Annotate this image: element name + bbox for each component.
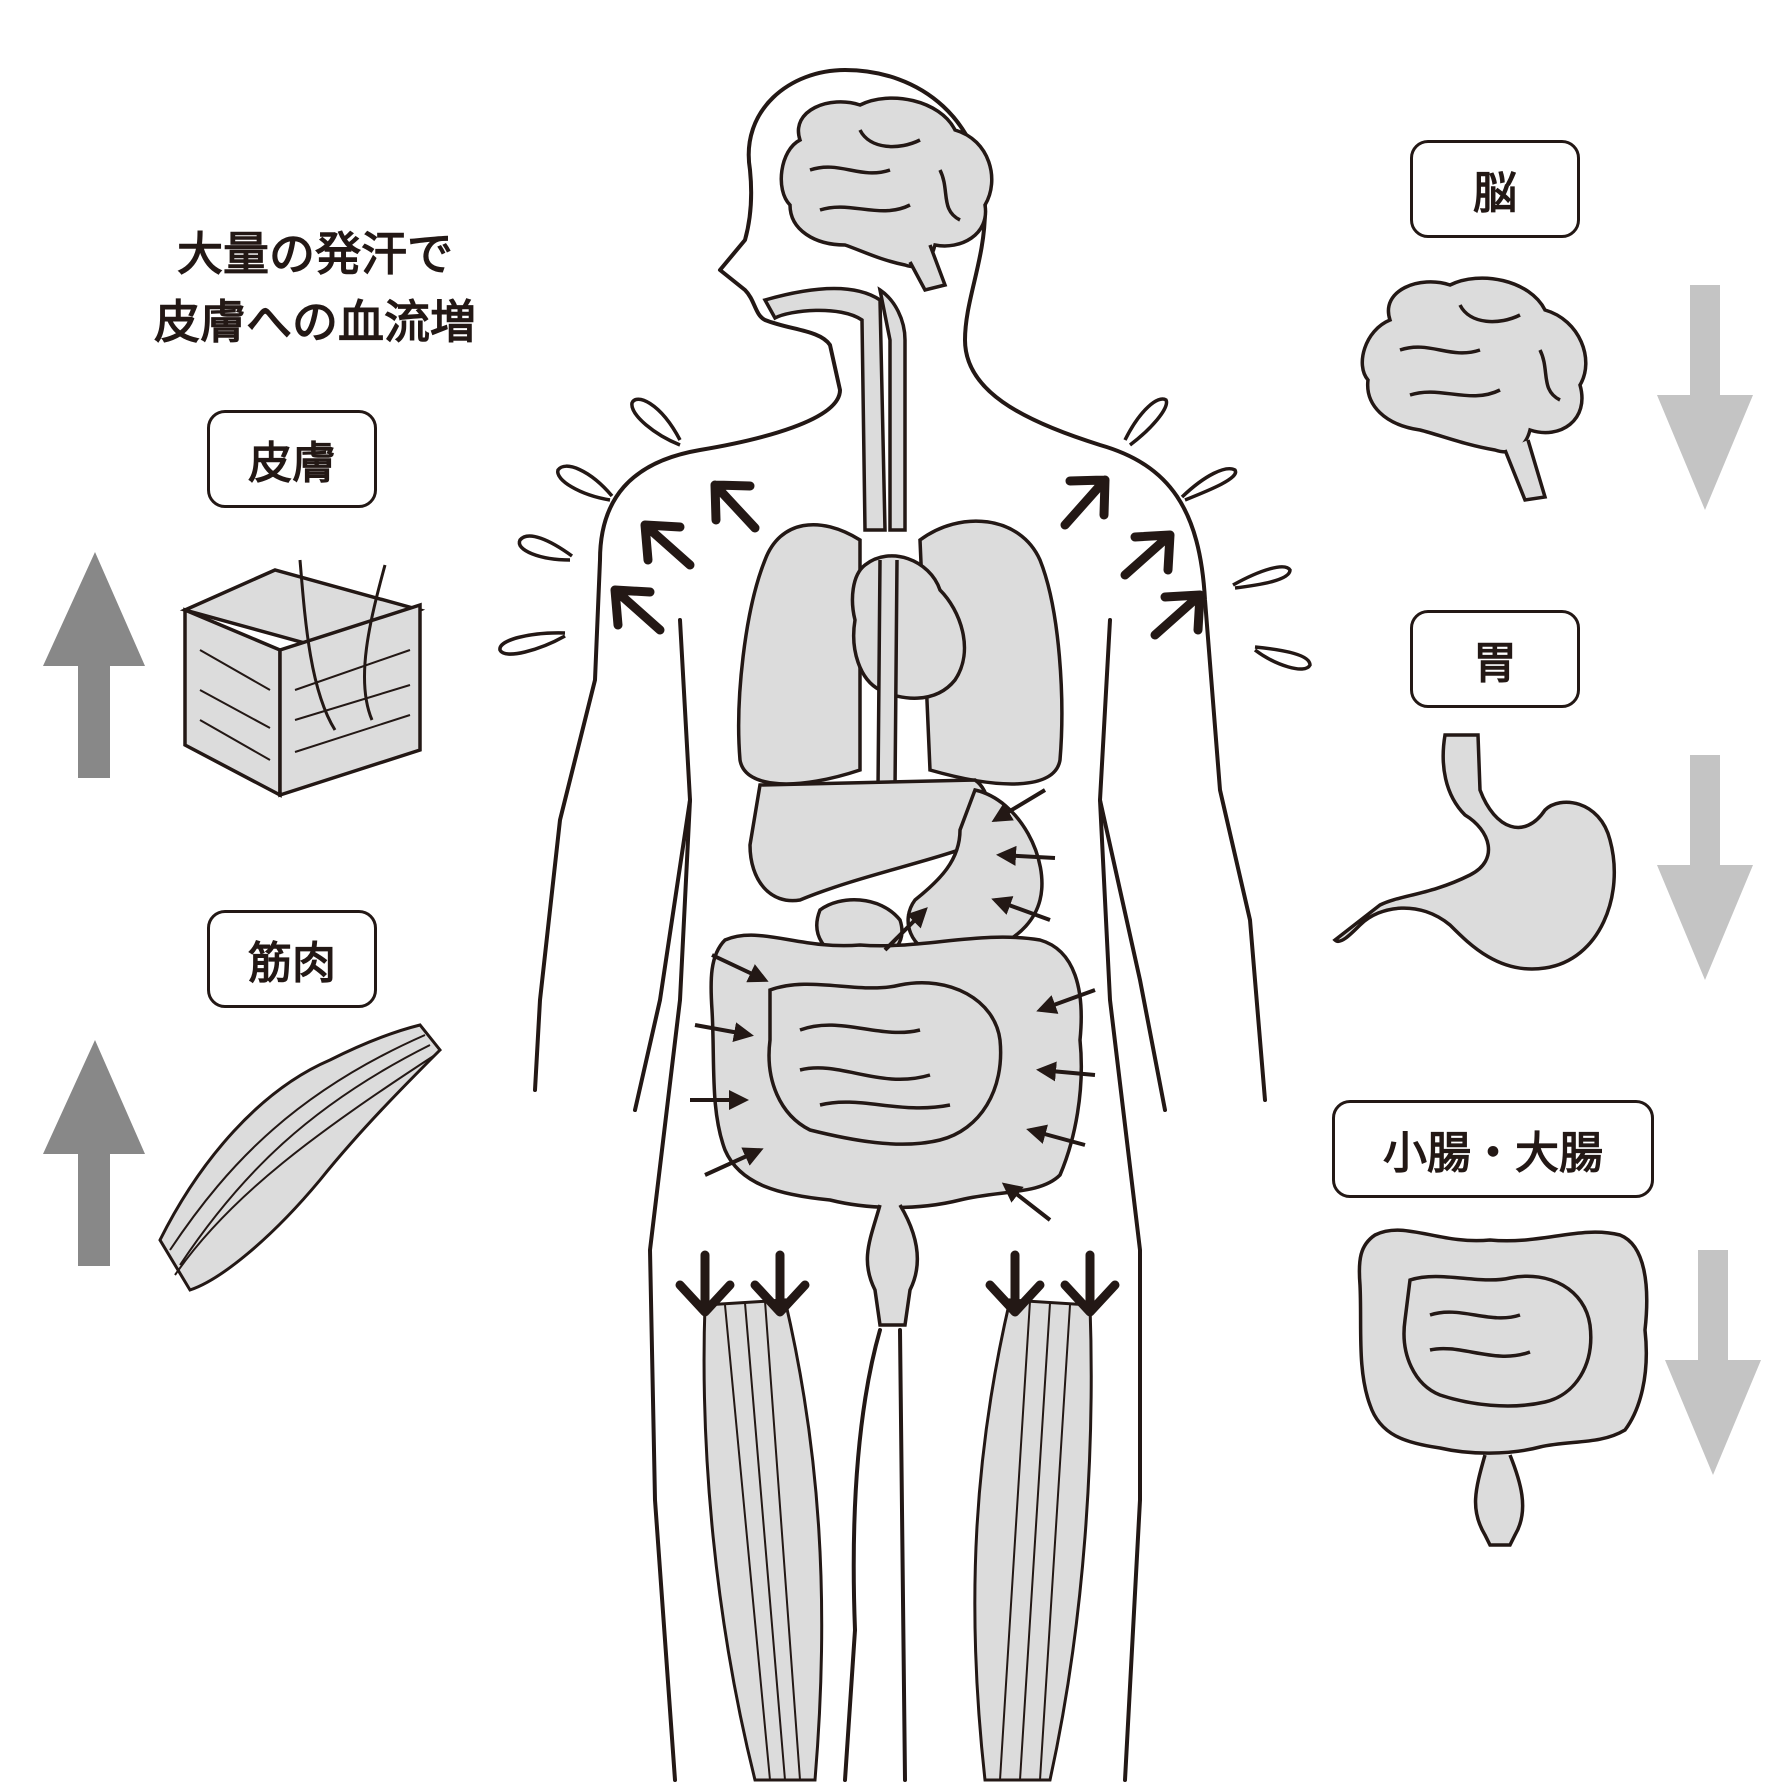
muscle-icon [160, 1025, 440, 1290]
brain-icon [1362, 278, 1585, 500]
stomach-icon [1335, 735, 1614, 969]
caption-text: 大量の発汗で 皮膚への血流増 [95, 220, 535, 356]
skin-icon [185, 560, 420, 795]
caption-line-1: 大量の発汗で [95, 220, 535, 288]
muscle-label: 筋肉 [207, 910, 377, 1008]
intestines-icon [1359, 1230, 1646, 1545]
brain-label: 脳 [1410, 140, 1580, 238]
intestines-label: 小腸・大腸 [1332, 1100, 1654, 1198]
intestines [711, 935, 1081, 1325]
liver-stomach [750, 780, 1042, 961]
caption-line-2: 皮膚への血流増 [95, 288, 535, 356]
skin-label: 皮膚 [207, 410, 377, 508]
stomach-decrease-arrow [1657, 755, 1753, 980]
intestines-decrease-arrow [1665, 1250, 1761, 1475]
stomach-label: 胃 [1410, 610, 1580, 708]
skin-increase-arrow [43, 552, 145, 778]
muscle-increase-arrow [43, 1040, 145, 1266]
brain-decrease-arrow [1657, 285, 1753, 510]
thigh-muscles [704, 1300, 1091, 1780]
